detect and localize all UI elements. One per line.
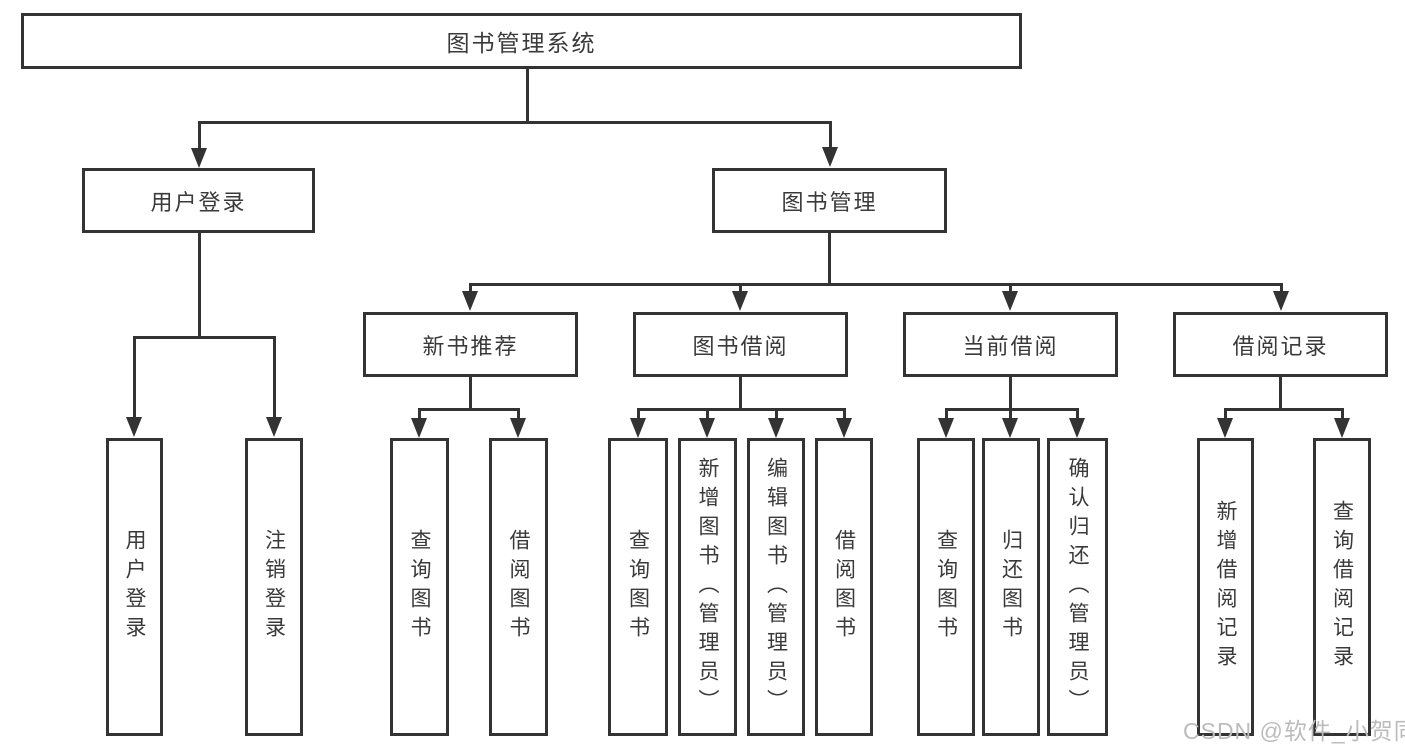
connector-drop-confirm-return-admin xyxy=(1076,408,1079,420)
connector-drop-leaf-logout xyxy=(273,336,276,418)
leaf-query-books-current: 查询图书 xyxy=(917,438,975,736)
leaf-confirm-return-admin-label: 确认归还（管理员） xyxy=(1066,456,1089,718)
leaf-query-borrow-record: 查询借阅记录 xyxy=(1313,438,1371,736)
connector-drop-borrow-records xyxy=(1280,283,1283,293)
connector-stem-root xyxy=(526,69,529,121)
node-borrow-records: 借阅记录 xyxy=(1173,312,1388,377)
node-user-login: 用户登录 xyxy=(82,168,315,233)
connector-drop-query-books-recommend xyxy=(418,408,421,420)
arrowhead-book-management xyxy=(822,147,838,167)
leaf-confirm-return-admin: 确认归还（管理员） xyxy=(1047,438,1108,736)
connector-drop-leaf-user-login xyxy=(133,336,136,418)
node-book-borrow: 图书借阅 xyxy=(633,312,848,377)
connector-drop-query-books-borrow xyxy=(637,408,640,420)
arrowhead-query-books-recommend xyxy=(411,418,427,438)
arrowhead-add-borrow-record xyxy=(1217,418,1233,438)
arrowhead-query-borrow-record xyxy=(1334,418,1350,438)
leaf-user-login-label: 用户登录 xyxy=(123,529,146,645)
arrowhead-book-borrow xyxy=(732,291,748,311)
arrowhead-borrow-records xyxy=(1273,291,1289,311)
node-root-system: 图书管理系统 xyxy=(21,13,1022,69)
leaf-query-books-recommend: 查询图书 xyxy=(390,438,449,736)
node-root-label: 图书管理系统 xyxy=(446,30,597,56)
leaf-user-login: 用户登录 xyxy=(106,438,163,736)
connector-stem-borrow-records xyxy=(1279,377,1282,408)
leaf-return-book: 归还图书 xyxy=(982,438,1040,736)
node-current-borrow-label: 当前借阅 xyxy=(962,333,1059,359)
leaf-borrow-books-borrow: 借阅图书 xyxy=(815,438,873,736)
connector-rail-level2 xyxy=(198,121,831,124)
leaf-logout: 注销登录 xyxy=(245,438,303,736)
node-book-borrow-label: 图书借阅 xyxy=(692,333,789,359)
connector-rail-user xyxy=(133,336,276,339)
arrowhead-user-login xyxy=(191,148,207,168)
leaf-query-books-current-label: 查询图书 xyxy=(934,529,958,645)
connector-drop-return-book xyxy=(1009,408,1012,420)
arrowhead-add-book-admin xyxy=(699,418,715,438)
node-borrow-records-label: 借阅记录 xyxy=(1232,333,1329,359)
leaf-query-books-recommend-label: 查询图书 xyxy=(408,529,431,645)
connector-drop-edit-book-admin xyxy=(775,408,778,420)
connector-drop-new-book-recommend xyxy=(469,283,472,293)
connector-drop-query-borrow-record xyxy=(1341,408,1344,420)
leaf-borrow-books-borrow-label: 借阅图书 xyxy=(832,529,856,645)
connector-drop-user-login xyxy=(198,121,201,150)
connector-stem-book-borrow xyxy=(739,377,742,408)
leaf-edit-book-admin: 编辑图书（管理员） xyxy=(747,438,805,736)
node-current-borrow: 当前借阅 xyxy=(903,312,1118,377)
leaf-query-books-borrow-label: 查询图书 xyxy=(626,529,650,645)
node-user-login-label: 用户登录 xyxy=(150,189,247,215)
node-new-book-recommend: 新书推荐 xyxy=(363,312,578,377)
connector-drop-book-borrow xyxy=(739,283,742,293)
connector-rail-level3 xyxy=(469,283,1282,286)
arrowhead-leaf-user-login xyxy=(126,417,142,437)
connector-rail-records xyxy=(1224,408,1342,411)
leaf-add-borrow-record-label: 新增借阅记录 xyxy=(1214,500,1237,674)
csdn-watermark: CSDN @软件_小贺同学 xyxy=(1183,718,1405,744)
connector-rail-borrow xyxy=(637,408,846,411)
leaf-borrow-books-recommend: 借阅图书 xyxy=(489,438,548,736)
connector-stem-new-book-recommend xyxy=(469,377,472,408)
connector-drop-borrow-books-borrow xyxy=(843,408,846,420)
leaf-add-book-admin-label: 新增图书（管理员） xyxy=(696,456,719,718)
leaf-logout-label: 注销登录 xyxy=(262,529,286,645)
arrowhead-borrow-books-borrow xyxy=(836,418,852,438)
arrowhead-confirm-return-admin xyxy=(1069,418,1085,438)
arrowhead-return-book xyxy=(1002,418,1018,438)
node-new-book-recommend-label: 新书推荐 xyxy=(422,333,519,359)
node-book-management: 图书管理 xyxy=(712,168,947,233)
leaf-add-book-admin: 新增图书（管理员） xyxy=(678,438,737,736)
arrowhead-query-books-current xyxy=(938,418,954,438)
leaf-return-book-label: 归还图书 xyxy=(999,529,1023,645)
connector-drop-add-book-admin xyxy=(706,408,709,420)
connector-stem-book-management xyxy=(828,233,831,283)
leaf-edit-book-admin-label: 编辑图书（管理员） xyxy=(764,456,788,718)
node-book-management-label: 图书管理 xyxy=(781,189,878,215)
connector-drop-current-borrow xyxy=(1009,283,1012,293)
connector-drop-borrow-books-recommend xyxy=(517,408,520,420)
connector-stem-current-borrow xyxy=(1009,377,1012,408)
arrowhead-edit-book-admin xyxy=(768,418,784,438)
leaf-query-borrow-record-label: 查询借阅记录 xyxy=(1330,500,1354,674)
connector-stem-user-login xyxy=(198,233,201,336)
arrowhead-borrow-books-recommend xyxy=(510,418,526,438)
connector-drop-add-borrow-record xyxy=(1224,408,1227,420)
connector-drop-query-books-current xyxy=(945,408,948,420)
arrowhead-query-books-borrow xyxy=(630,418,646,438)
arrowhead-leaf-logout xyxy=(266,417,282,437)
connector-drop-book-management xyxy=(829,121,832,150)
arrowhead-new-book-recommend xyxy=(462,291,478,311)
leaf-borrow-books-recommend-label: 借阅图书 xyxy=(507,529,530,645)
leaf-query-books-borrow: 查询图书 xyxy=(608,438,668,736)
connector-rail-recommend xyxy=(418,408,520,411)
arrowhead-current-borrow xyxy=(1002,291,1018,311)
leaf-add-borrow-record: 新增借阅记录 xyxy=(1197,438,1254,736)
